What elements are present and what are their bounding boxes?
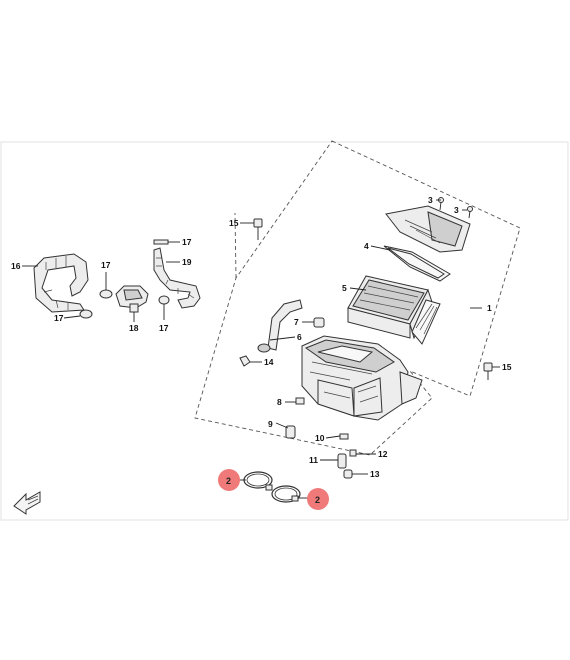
fwd-arrow-icon	[13, 491, 41, 515]
breather-hose-6	[257, 299, 303, 353]
callout-6: 6	[297, 332, 302, 342]
drain-plug-9	[285, 425, 296, 439]
callout-16: 16	[11, 261, 21, 271]
callout-2a: 2	[226, 476, 231, 486]
leader-6	[269, 336, 296, 341]
diagram-frame	[0, 141, 569, 521]
callout-2b: 2	[315, 495, 320, 505]
hose-clamp-14	[239, 355, 251, 367]
callout-7: 7	[294, 317, 299, 327]
clip-10	[339, 433, 349, 440]
callout-17d: 17	[159, 323, 169, 333]
callout-9: 9	[268, 419, 273, 429]
air-box-top-cover	[385, 205, 471, 253]
leader-4	[370, 245, 391, 251]
leader-17a	[63, 315, 81, 319]
leader-5	[349, 287, 367, 291]
cap-13	[343, 469, 353, 479]
hose-clamp-17b	[99, 289, 113, 299]
highlight-circle-2a	[218, 469, 240, 491]
callout-15b: 15	[502, 362, 512, 372]
callout-17c: 17	[182, 237, 192, 247]
callout-1: 1	[487, 303, 492, 313]
coolant-hose-16	[33, 253, 89, 313]
callout-13: 13	[370, 469, 380, 479]
hose-clamp-17c	[153, 239, 169, 245]
callout-17a: 17	[54, 313, 64, 323]
callout-8: 8	[277, 397, 282, 407]
callout-5: 5	[342, 283, 347, 293]
callout-14: 14	[264, 357, 274, 367]
screw-15b	[483, 362, 493, 380]
air-box-housing	[301, 335, 423, 421]
callout-3b: 3	[454, 205, 459, 215]
screw-3a	[438, 197, 444, 211]
screw-15a	[253, 218, 263, 240]
leader-9	[275, 422, 289, 429]
clamp-ring-2b	[271, 485, 301, 503]
callout-3a: 3	[428, 195, 433, 205]
assembly-boundary	[194, 140, 521, 456]
callout-4: 4	[364, 241, 369, 251]
coolant-hose-19	[153, 247, 201, 309]
screw-3b	[467, 206, 473, 219]
fitting-12	[349, 449, 357, 457]
callout-11: 11	[309, 455, 318, 465]
air-filter-element	[347, 275, 441, 345]
thermostat-valve-18	[115, 285, 149, 313]
hose-clamp-17d	[158, 295, 170, 305]
callout-18: 18	[129, 323, 139, 333]
callout-19: 19	[182, 257, 192, 267]
clamp-ring-2a	[243, 471, 273, 491]
callout-10: 10	[315, 433, 325, 443]
leader-10	[325, 435, 341, 439]
hose-clamp-17a	[79, 309, 93, 319]
highlight-circle-2b	[307, 488, 329, 510]
callout-12: 12	[378, 449, 388, 459]
assembly-boundary-left	[234, 212, 237, 279]
callout-17b: 17	[101, 260, 111, 270]
clip-7	[313, 317, 325, 328]
sensor-8	[295, 397, 305, 405]
gasket-seal	[383, 245, 451, 282]
callout-15a: 15	[229, 218, 239, 228]
tube-11	[337, 453, 347, 469]
